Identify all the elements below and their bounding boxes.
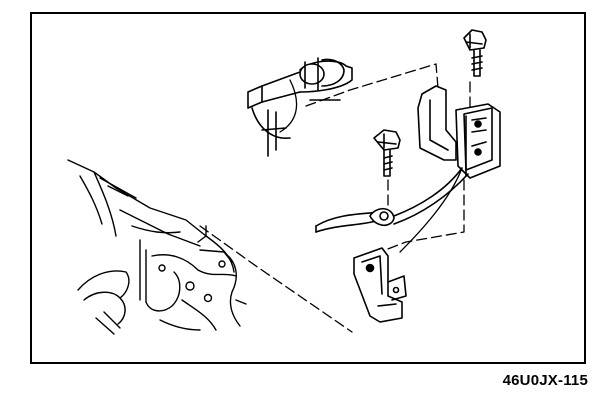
bolt-upper bbox=[463, 29, 487, 77]
shift-arm bbox=[315, 167, 469, 233]
sensor-bracket bbox=[417, 85, 501, 179]
bolt-lower bbox=[373, 129, 401, 177]
alignment-lines bbox=[199, 63, 471, 333]
shaft-assembly bbox=[247, 57, 353, 157]
lower-bracket bbox=[353, 247, 407, 323]
transmission-housing bbox=[67, 159, 247, 335]
figure-code: 46U0JX-115 bbox=[502, 372, 588, 389]
cable-rod bbox=[399, 167, 463, 253]
figure-frame bbox=[30, 12, 586, 364]
